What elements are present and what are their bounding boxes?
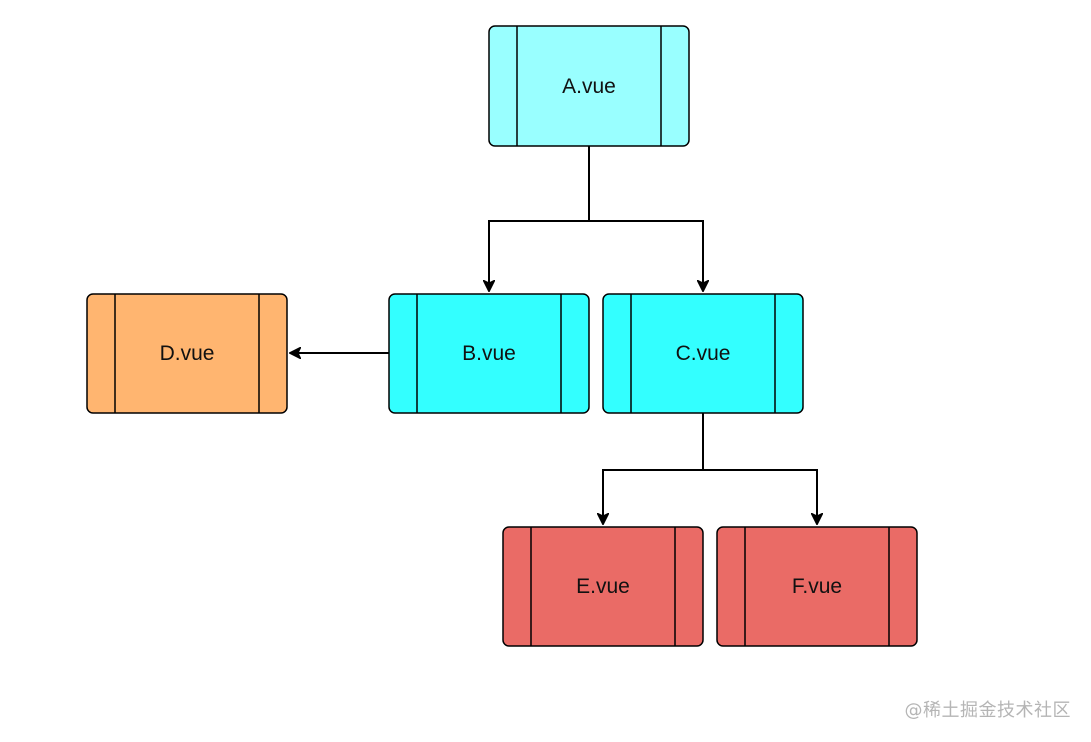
node-d-box xyxy=(86,293,288,414)
edge-a-to-b xyxy=(489,146,590,290)
node-a[interactable]: A.vue xyxy=(488,25,690,147)
node-b-label: B.vue xyxy=(462,342,516,365)
node-f-box xyxy=(716,526,918,647)
node-a-box xyxy=(488,25,690,147)
node-e-box xyxy=(502,526,704,647)
edge-a-to-c xyxy=(589,220,703,290)
node-e[interactable]: E.vue xyxy=(502,526,704,647)
node-e-label: E.vue xyxy=(576,575,630,598)
node-b[interactable]: B.vue xyxy=(388,293,590,414)
node-d-label: D.vue xyxy=(160,342,215,365)
edges-group xyxy=(291,146,817,523)
node-a-label: A.vue xyxy=(562,75,616,98)
node-d[interactable]: D.vue xyxy=(86,293,288,414)
node-c-box xyxy=(602,293,804,414)
node-f-label: F.vue xyxy=(792,575,842,598)
node-b-box xyxy=(388,293,590,414)
node-f[interactable]: F.vue xyxy=(716,526,918,647)
edge-c-to-e xyxy=(603,413,704,523)
edge-c-to-f xyxy=(703,469,817,523)
watermark-text: @稀土掘金技术社区 xyxy=(904,700,1071,721)
node-c-label: C.vue xyxy=(676,342,731,365)
node-c[interactable]: C.vue xyxy=(602,293,804,414)
